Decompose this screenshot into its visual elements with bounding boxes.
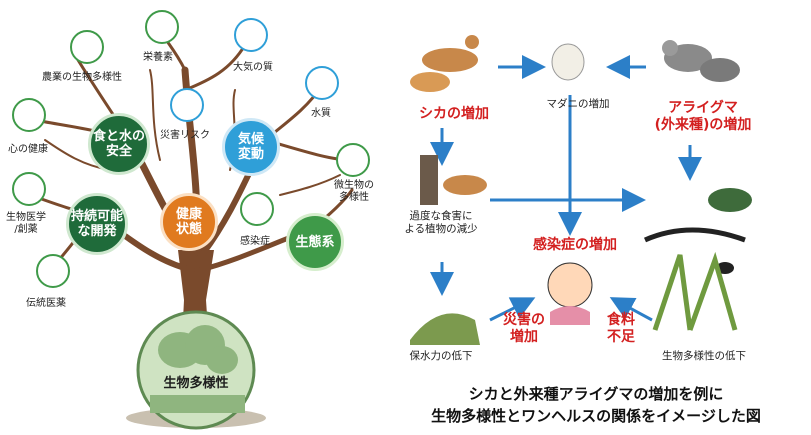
microbe-icon <box>336 143 370 177</box>
herb-bowl-icon <box>36 254 70 288</box>
nutrition-label: 栄養素 <box>143 52 173 63</box>
mosquito-icon <box>240 192 274 226</box>
caption-line-2: 生物多様性とワンヘルスの関係をイメージした図 <box>431 407 761 425</box>
water-loss-text: 保水力の低下 <box>409 350 473 362</box>
traditional-label: 伝統医薬 <box>26 298 66 309</box>
scientist-icon <box>12 172 46 206</box>
eroded-land-illustration <box>410 313 480 345</box>
water-label: 水質 <box>311 108 331 119</box>
flow-arrows <box>410 35 752 345</box>
eel-illustration <box>643 227 746 243</box>
tick-increase-text: マダニの増加 <box>546 98 610 110</box>
deer-eating-illustration <box>443 175 487 195</box>
sustainable-bubble: 持続可能 な開発 <box>66 193 128 255</box>
health-bubble: 健康 状態 <box>160 193 218 251</box>
raccoon-illustration <box>662 40 740 82</box>
climate-bubble: 気候 変動 <box>222 118 280 176</box>
agriculture-icon <box>70 30 104 64</box>
turtle-illustration <box>708 188 752 212</box>
disaster-label: 災害リスク <box>160 130 210 141</box>
caption: シカと外来種アライグマの増加を例に 生物多様性とワンヘルスの関係をイメージした図 <box>386 383 806 427</box>
tick-illustration <box>551 43 585 81</box>
agri-bio-label: 農業の生物多様性 <box>42 72 122 83</box>
air-label: 大気の質 <box>233 62 273 73</box>
bio-decrease-text: 生物多様性の低下 <box>662 350 746 362</box>
biodiversity-label: 生物多様性 <box>163 376 229 391</box>
overgrazing-text: 過度な食害に よる植物の減少 <box>404 210 478 235</box>
deer-illustration <box>410 35 479 92</box>
caption-line-1: シカと外来種アライグマの増加を例に <box>468 385 724 403</box>
food-shortage-text: 食料 不足 <box>607 312 635 345</box>
biomed-label: 生物医学 /創薬 <box>6 212 46 235</box>
infection-increase-text: 感染症の増加 <box>533 237 617 253</box>
microbe-label: 微生物の 多様性 <box>334 180 374 203</box>
sick-child-illustration <box>547 262 593 308</box>
infection-label: 感染症 <box>240 236 270 247</box>
arrow-water-to-infection <box>489 297 536 322</box>
forest-silhouette <box>150 325 245 413</box>
plants-illustration <box>652 251 738 331</box>
storm-icon <box>170 88 204 122</box>
disaster-increase-text: 災害の 増加 <box>503 312 545 345</box>
water-drop-icon <box>305 66 339 100</box>
people-icon <box>12 98 46 132</box>
deer-increase-text: シカの増加 <box>419 106 489 122</box>
ecosystem-bubble: 生態系 <box>286 213 344 271</box>
mental-label: 心の健康 <box>8 144 48 155</box>
stump-illustration <box>420 155 438 205</box>
raccoon-increase-text: アライグマ (外来種)の増加 <box>654 100 752 133</box>
nutrition-icon <box>145 10 179 44</box>
food-water-bubble: 食と水の 安全 <box>88 113 150 175</box>
factory-icon <box>234 18 268 52</box>
arrow-bio-to-infection <box>609 297 653 322</box>
